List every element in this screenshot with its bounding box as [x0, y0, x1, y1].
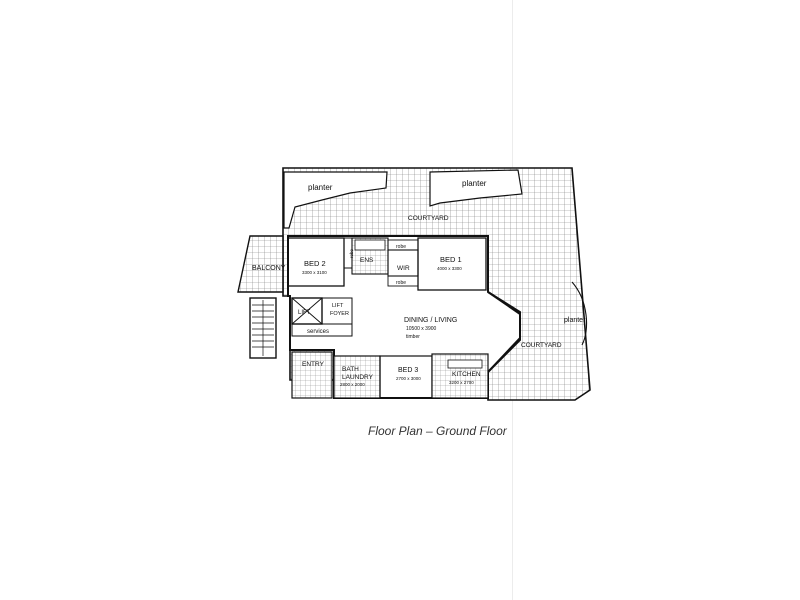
planter-left [283, 171, 388, 229]
label-wir: WIR [397, 265, 410, 272]
label-lift-foyer-2: FOYER [330, 311, 349, 317]
label-planter-left: planter [308, 183, 333, 192]
label-planter-right: planter [462, 179, 487, 188]
label-planter-side: planter [564, 317, 586, 324]
balcony-area [237, 235, 284, 293]
kitchen-bench [447, 359, 483, 369]
ensuite-bath-fixture [354, 239, 386, 251]
label-kitchen-size: 3200 x 2700 [449, 380, 474, 385]
label-bed2-size: 3300 x 3100 [302, 270, 327, 275]
label-lift: LIFT [298, 310, 311, 316]
label-bed2: BED 2 [304, 259, 326, 268]
label-kitchen: KITCHEN [452, 371, 481, 378]
label-bed3-size: 2700 x 3000 [396, 376, 421, 381]
label-bed1-size: 4000 x 3300 [437, 266, 462, 271]
label-balcony: BALCONY [252, 265, 286, 272]
label-dining-living: DINING / LIVING [404, 317, 457, 324]
label-bath: BATH [342, 366, 359, 373]
label-courtyard-top: COURTYARD [408, 215, 449, 222]
label-entry: ENTRY [302, 361, 325, 368]
label-robe-top: robe [396, 244, 406, 250]
label-courtyard-side: COURTYARD [521, 342, 562, 349]
label-bed3: BED 3 [398, 367, 418, 374]
label-robe-bottom: robe [396, 280, 406, 286]
floor-plan-caption: Floor Plan – Ground Floor [368, 424, 507, 438]
lift-cross [291, 297, 323, 325]
label-laundry: LAUNDRY [342, 374, 374, 381]
label-bed1: BED 1 [440, 255, 462, 264]
dining-bay-wall [487, 291, 521, 373]
label-ens: ENS [360, 257, 374, 264]
bed1-room [417, 237, 487, 291]
label-dining-size: 10500 x 3900 [406, 326, 437, 332]
bath-laundry-room [333, 355, 381, 399]
services-room [291, 323, 353, 337]
label-dining-floor: timber [406, 334, 420, 340]
planter-side-shape [571, 281, 588, 346]
label-lift-foyer-1: LIFT [332, 303, 344, 309]
label-bath-size: 2800 x 2000 [340, 382, 365, 387]
stair-treads [252, 300, 274, 356]
planter-right [429, 169, 523, 207]
entry-room [291, 351, 333, 399]
label-services: services [307, 329, 329, 335]
label-robe-bed2: robe [349, 248, 354, 258]
